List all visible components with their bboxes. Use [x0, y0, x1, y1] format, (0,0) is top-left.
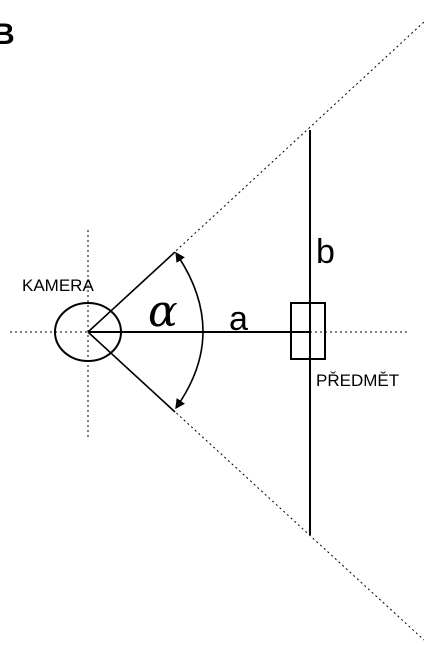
angle-label-alpha: α [148, 286, 178, 337]
fov-upper-ray [87, 251, 176, 333]
camera-label: KAMERA [22, 276, 94, 295]
object-label: PŘEDMĚT [316, 371, 399, 390]
angle-alpha-arc [175, 251, 204, 410]
fov-lower-ray [87, 331, 176, 413]
height-label-b: b [316, 233, 335, 271]
panel-letter: B [0, 18, 15, 51]
distance-label-a: a [229, 300, 248, 338]
object-rectangle [290, 302, 326, 360]
